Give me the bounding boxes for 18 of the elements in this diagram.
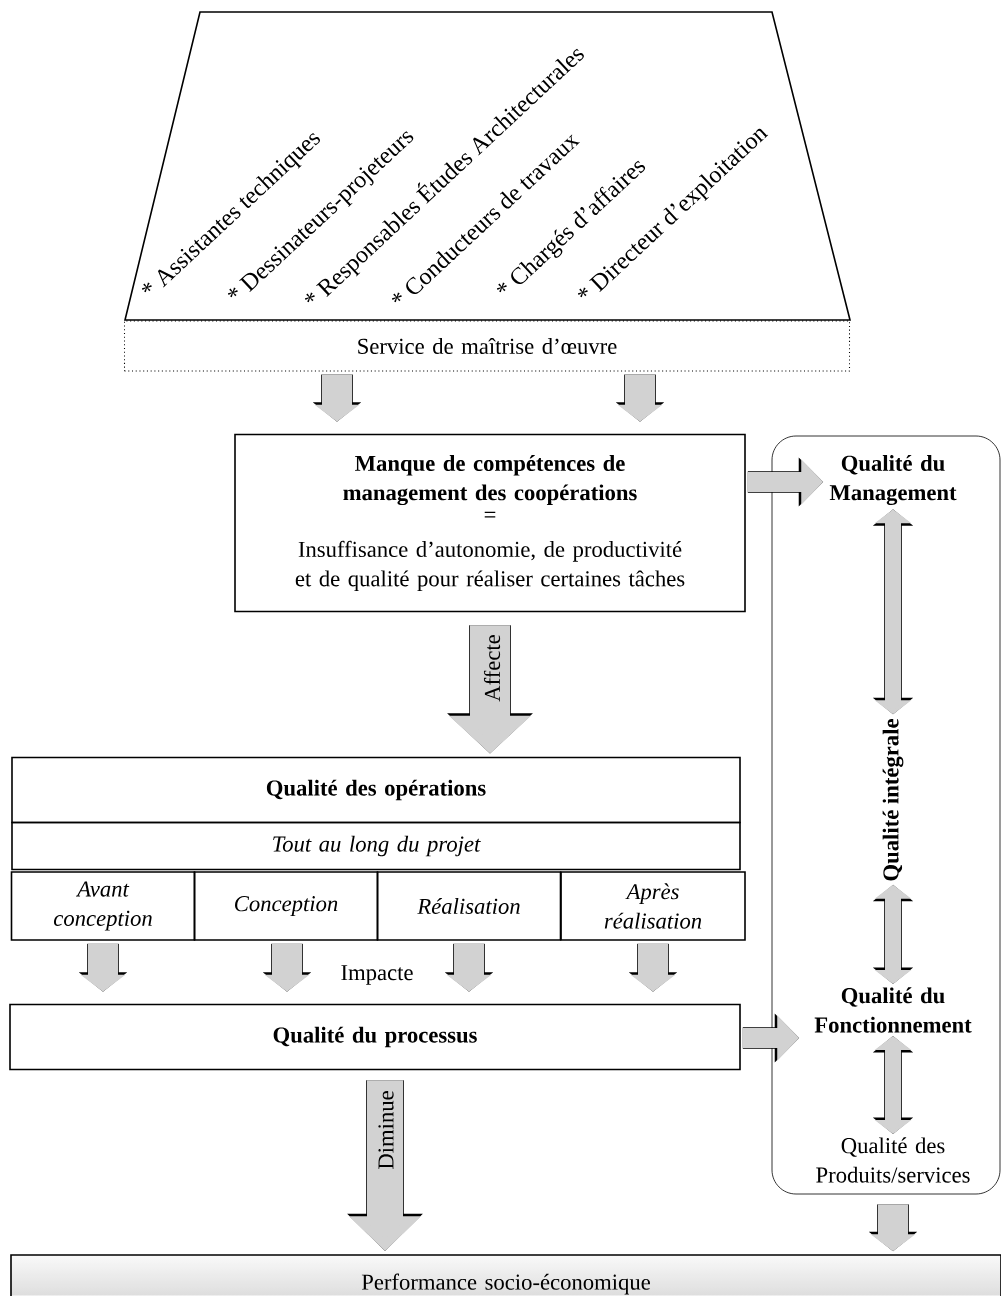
quality-label: Qualité intégrale <box>882 719 904 881</box>
process-box: Avant conception <box>10 871 196 941</box>
rounded-panel <box>771 435 1001 1195</box>
result-box: Performance socio-économique <box>10 1254 1001 1296</box>
process-box: Qualité du processus <box>9 1003 741 1071</box>
process-box: Manque de compétences de management des coopérations = Insuffisance d’autonomie, de productivité et de qualité pour réaliser certaines tâches <box>234 433 746 613</box>
quality-label: Qualité du Management <box>829 454 957 506</box>
process-box: Après réalisation <box>560 871 746 941</box>
quality-label: Qualité du Fonctionnement <box>814 987 972 1033</box>
annotation: Impacte <box>341 965 413 985</box>
process-box: Tout au long du projet <box>11 821 741 871</box>
process-box: Réalisation <box>376 871 562 941</box>
process-box: Qualité des opérations <box>11 756 741 824</box>
edge-label: Affecte <box>483 635 501 702</box>
edge-label: Diminue <box>378 1091 394 1170</box>
dotted-box: Service de maîtrise d’œuvre <box>123 320 851 372</box>
quality-label: Qualité des Produits/services <box>816 1137 970 1183</box>
process-box: Conception <box>193 871 379 941</box>
